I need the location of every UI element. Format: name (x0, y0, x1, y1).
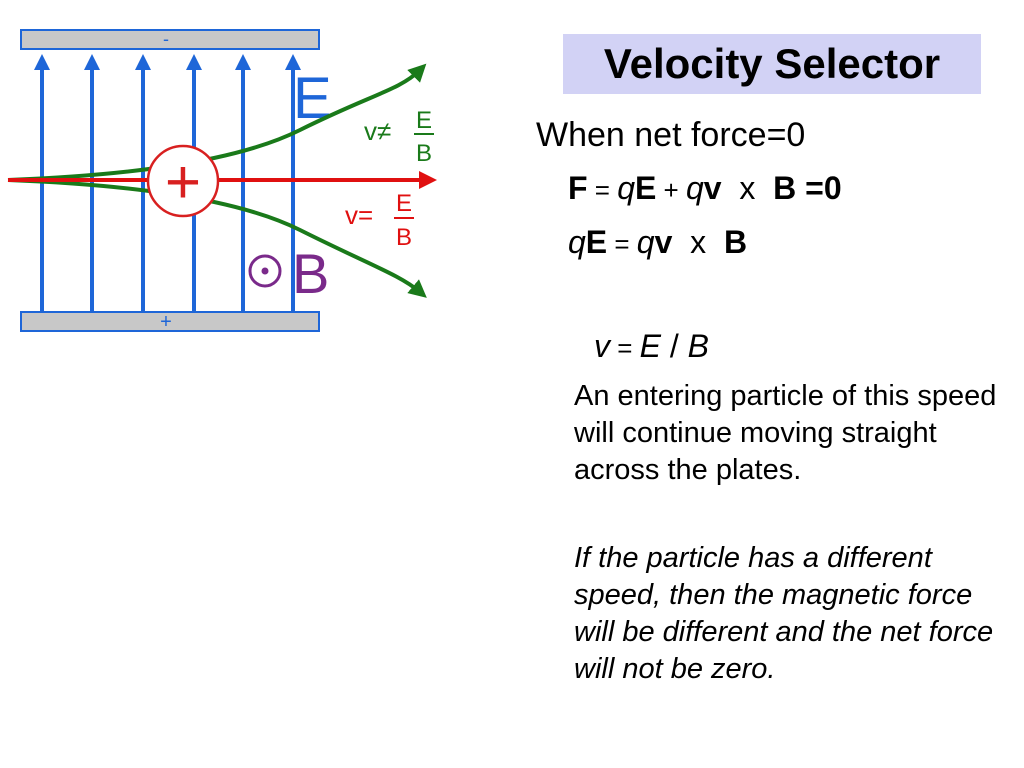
eq3-E: E (639, 328, 661, 364)
upper-fraction-denominator: B (416, 140, 432, 167)
eq3-slash: / (660, 328, 688, 364)
slide-title-box: Velocity Selector (563, 34, 981, 94)
eq2-B: B (723, 224, 748, 260)
eq1-equals-zero: =0 (796, 170, 842, 206)
eq2-q2: q (636, 224, 655, 260)
eq1-q2: q (685, 170, 704, 206)
b-field-dot-icon (248, 254, 282, 288)
lower-fraction-numerator: E (396, 190, 412, 217)
charge-sign: + (165, 148, 201, 217)
note-text: If the particle has a different speed, t… (574, 542, 994, 685)
slide-title: Velocity Selector (603, 40, 941, 87)
positive-plate-sign: + (160, 311, 172, 333)
negative-plate-sign: - (163, 29, 169, 49)
equation-speed: v = E / B (594, 328, 709, 365)
eq3-v: v (594, 328, 610, 364)
lower-deflected-path (7, 178, 427, 298)
eq2-v: v (654, 224, 673, 260)
eq1-cross: x (721, 170, 774, 206)
eq1-E: E (634, 170, 657, 206)
eq2-cross: x (672, 224, 724, 260)
b-field-label: B (292, 242, 329, 305)
lower-fraction-denominator: B (396, 224, 412, 251)
eq2-equals: = (607, 229, 637, 259)
e-field-label: E (293, 66, 332, 131)
equation-net-force: F = qE + qv x B =0 (568, 170, 842, 207)
positive-plate (20, 311, 320, 332)
velocity-selector-diagram: - + E + v≠ E B v= E B (7, 29, 437, 333)
eq1-q1: q (617, 170, 635, 206)
eq2-E: E (585, 224, 608, 260)
eq3-equals: = (610, 333, 640, 363)
intro-line: When net force=0 (536, 116, 806, 154)
eq1-F: F (568, 170, 588, 206)
upper-speed-label: v≠ (364, 116, 391, 146)
lower-speed-label: v= (345, 200, 373, 230)
explanation-text: An entering particle of this speed will … (574, 380, 997, 486)
eq2-q1: q (568, 224, 586, 260)
upper-fraction-numerator: E (416, 107, 432, 134)
eq1-v: v (703, 170, 722, 206)
positive-charge (146, 144, 220, 218)
upper-deflected-path (7, 63, 427, 182)
eq1-equals: = (587, 175, 618, 205)
eq1-plus: + (656, 175, 686, 205)
eq3-B: B (687, 328, 709, 364)
b-field-dot-center-icon (261, 267, 269, 275)
equation-balance: qE = qv x B (568, 224, 747, 261)
negative-plate (20, 29, 320, 50)
eq1-B: B (773, 170, 797, 206)
